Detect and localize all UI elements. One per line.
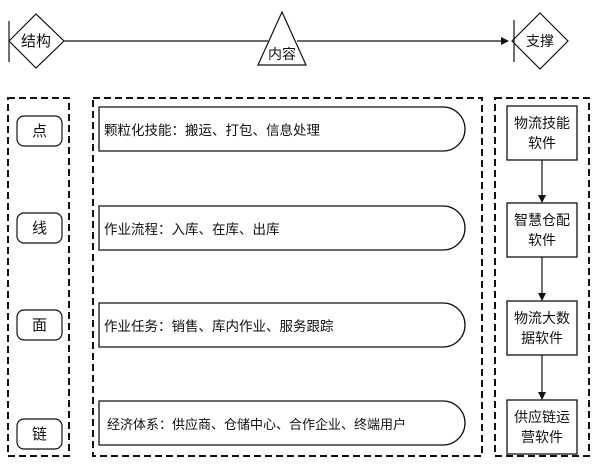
content-bar-shape (98, 302, 466, 348)
content-bar-lian: 经济体系：供应商、仓储中心、合作企业、终端用户 (98, 400, 466, 446)
content-frame (92, 97, 483, 457)
content-bar-shape (98, 106, 466, 152)
tag-label: 点 (32, 122, 47, 140)
support-line1: 物流大数 (514, 311, 570, 327)
content-text: 颗粒化技能：搬运、打包、信息处理 (104, 122, 320, 139)
structure-frame (7, 97, 70, 457)
content-text: 作业任务：销售、库内作业、服务跟踪 (104, 319, 334, 335)
structure-label: 结构 (21, 32, 51, 50)
support-box (506, 300, 578, 356)
tag-label: 面 (32, 316, 47, 334)
content-text: 经济体系：供应商、仓储中心、合作企业、终端用户 (107, 417, 406, 433)
support-line1: 智慧仓配 (514, 213, 570, 229)
structure-tag-dian: 点 (16, 115, 63, 147)
support-box-supply-chain: 供应链运 营软件 (506, 399, 578, 455)
support-line2: 软件 (528, 136, 556, 152)
support-line1: 供应链运 (514, 409, 570, 426)
structure-tag-lian: 链 (16, 418, 63, 450)
content-bar-mian: 作业任务：销售、库内作业、服务跟踪 (98, 302, 466, 348)
content-bar-shape (98, 205, 466, 251)
tag-box (16, 212, 63, 244)
support-frame (494, 97, 590, 457)
content-label: 内容 (268, 46, 296, 63)
tag-box (16, 309, 63, 341)
support-box (506, 105, 578, 161)
support-box-logistics-skill: 物流技能 软件 (506, 105, 578, 161)
tag-label: 线 (32, 219, 47, 237)
content-bar-shape (98, 400, 466, 446)
support-line2: 营软件 (521, 430, 563, 446)
support-box-big-data: 物流大数 据软件 (506, 300, 578, 356)
support-line1: 物流技能 (514, 116, 570, 132)
tag-box (16, 115, 63, 147)
top-axis: 结构 内容 支撑 (8, 10, 569, 70)
support-line2: 软件 (528, 233, 556, 249)
content-triangle (257, 10, 307, 66)
support-box-smart-warehouse: 智慧仓配 软件 (506, 202, 578, 258)
structure-tag-xian: 线 (16, 212, 63, 244)
tag-label: 链 (32, 425, 47, 443)
content-text: 作业流程：入库、在库、出库 (104, 222, 280, 238)
content-bar-dian: 颗粒化技能：搬运、打包、信息处理 (98, 106, 466, 152)
support-box (506, 399, 578, 455)
tag-box (16, 418, 63, 450)
structure-tag-mian: 面 (16, 309, 63, 341)
content-bar-xian: 作业流程：入库、在库、出库 (98, 205, 466, 251)
support-line2: 据软件 (521, 331, 563, 347)
support-label: 支撑 (526, 34, 554, 50)
support-diamond (511, 12, 569, 70)
